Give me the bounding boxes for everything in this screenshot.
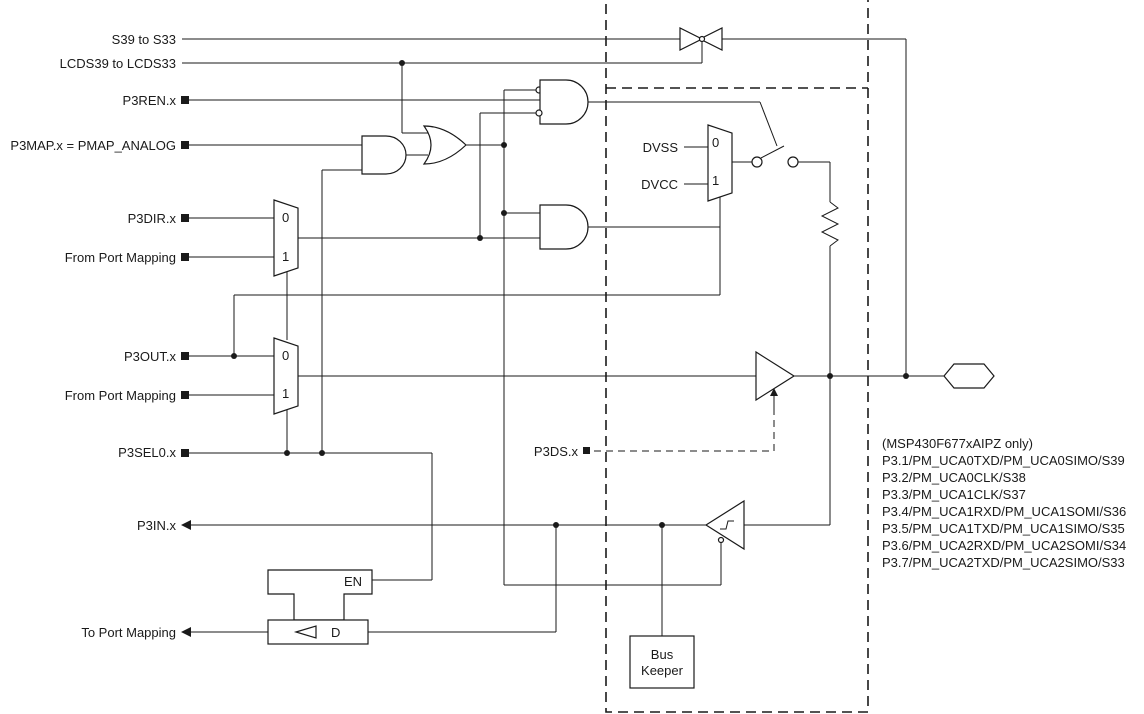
pin-from-port-mapping-2 — [181, 391, 189, 399]
pin-list-line: P3.1/PM_UCA0TXD/PM_UCA0SIMO/S39 — [882, 453, 1125, 468]
pin-p3sel0 — [181, 449, 189, 457]
or-gate — [422, 125, 467, 165]
mux-supply — [707, 124, 733, 202]
label-p3ds: P3DS.x — [534, 444, 579, 459]
pin-list-line: (MSP430F677xAIPZ only) — [882, 436, 1033, 451]
latch-en-label: EN — [344, 574, 362, 589]
bus-keeper — [629, 635, 695, 689]
mux-dir-0: 0 — [282, 210, 289, 225]
pin-list-line: P3.7/PM_UCA2TXD/PM_UCA2SIMO/S33 — [882, 555, 1125, 570]
label-p3out: P3OUT.x — [124, 349, 177, 364]
pin-list-line: P3.4/PM_UCA1RXD/PM_UCA1SOMI/S36 — [882, 504, 1126, 519]
p3ds-dashed-line — [594, 410, 775, 452]
schmitt-input-buffer — [704, 499, 745, 551]
label-dvss: DVSS — [643, 140, 679, 155]
pin-p3dir — [181, 214, 189, 222]
label-p3sel0: P3SEL0.x — [118, 445, 176, 460]
label-dvcc: DVCC — [641, 177, 678, 192]
label-to-port-mapping: To Port Mapping — [81, 625, 176, 640]
mux-out-1: 1 — [282, 386, 289, 401]
pin-list-line: P3.5/PM_UCA1TXD/PM_UCA1SIMO/S35 — [882, 521, 1125, 536]
pin-list-line: P3.3/PM_UCA1CLK/S37 — [882, 487, 1026, 502]
latch — [267, 569, 373, 645]
pin-p3out — [181, 352, 189, 360]
pin-list-line: P3.2/PM_UCA0CLK/S38 — [882, 470, 1026, 485]
label-from-port-mapping-1: From Port Mapping — [65, 250, 176, 265]
io-pin-pad — [943, 363, 995, 389]
mux-supply-1: 1 — [712, 173, 719, 188]
arrow-p3in — [181, 520, 191, 530]
label-p3dir: P3DIR.x — [128, 211, 177, 226]
transmission-gate — [679, 27, 723, 51]
label-from-port-mapping-2: From Port Mapping — [65, 388, 176, 403]
mux-supply-0: 0 — [712, 135, 719, 150]
label-p3map: P3MAP.x = PMAP_ANALOG — [10, 138, 176, 153]
arrow-to-port-mapping — [181, 627, 191, 637]
pin-from-port-mapping-1 — [181, 253, 189, 261]
mux-dir — [273, 199, 299, 277]
and-gate-map — [361, 135, 407, 175]
mux-out-0: 0 — [282, 348, 289, 363]
pullup-switch — [751, 145, 799, 168]
output-driver — [755, 350, 796, 402]
mux-out — [273, 337, 299, 415]
bus-keeper-line1: Bus — [651, 647, 674, 662]
latch-d-label: D — [331, 625, 340, 640]
pin-list: (MSP430F677xAIPZ only) P3.1/PM_UCA0TXD/P… — [882, 436, 1126, 570]
pad-boundary — [605, 0, 869, 713]
and-gate-ren — [539, 79, 589, 125]
pin-p3ren — [181, 96, 189, 104]
pin-p3map — [181, 141, 189, 149]
label-lcds39-to-lcds33: LCDS39 to LCDS33 — [60, 56, 176, 71]
label-p3ren: P3REN.x — [123, 93, 177, 108]
label-s39-to-s33: S39 to S33 — [112, 32, 176, 47]
label-p3in: P3IN.x — [137, 518, 177, 533]
pin-list-line: P3.6/PM_UCA2RXD/PM_UCA2SOMI/S34 — [882, 538, 1126, 553]
and-gate-dir — [539, 204, 589, 250]
bus-keeper-line2: Keeper — [641, 663, 684, 678]
mux-dir-1: 1 — [282, 249, 289, 264]
pull-resistor — [820, 201, 840, 247]
pin-p3ds — [583, 447, 590, 454]
